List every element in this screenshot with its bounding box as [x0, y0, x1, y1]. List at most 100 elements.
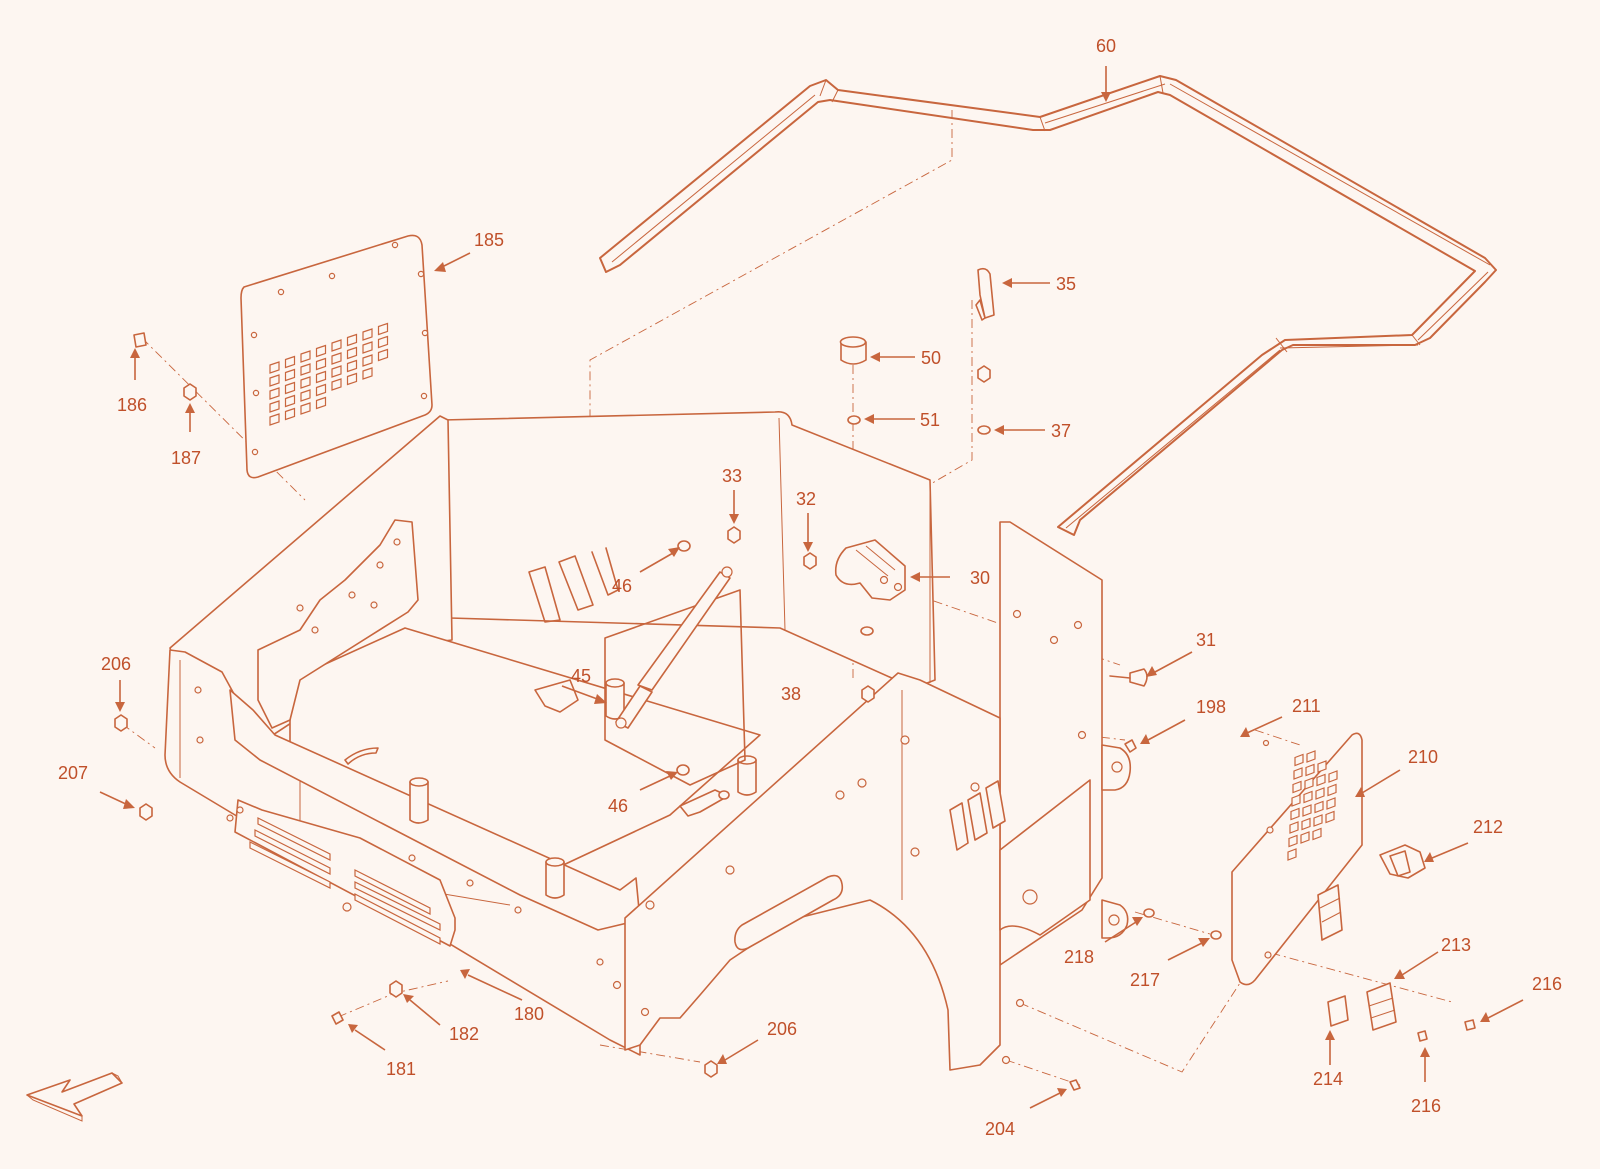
hardware-parts — [114, 267, 1476, 1091]
vent-hole — [1328, 770, 1338, 783]
callout-37: 37 — [1051, 421, 1071, 441]
vent-hole — [315, 344, 327, 358]
vent-hole — [377, 335, 389, 349]
callout-210: 210 — [1408, 747, 1438, 767]
callout-31: 31 — [1196, 630, 1216, 650]
vent-hole — [1292, 780, 1302, 794]
vent-hole — [1313, 814, 1323, 827]
vent-hole — [1288, 834, 1298, 848]
front-grille-part — [234, 799, 456, 947]
callout-211: 211 — [1292, 696, 1321, 716]
right-cover-plate-part — [1231, 732, 1363, 986]
vent-hole — [284, 368, 296, 382]
vent-hole — [377, 322, 389, 336]
vent-hole — [331, 365, 342, 378]
callout-45: 45 — [571, 666, 591, 686]
top-rail-part — [599, 75, 1497, 536]
callout-198: 198 — [1196, 697, 1226, 717]
vent-hole — [269, 413, 280, 426]
vent-hole — [346, 359, 358, 373]
vent-hole — [1306, 750, 1316, 763]
vent-hole — [284, 394, 296, 408]
vent-hole — [1326, 797, 1336, 810]
vent-hole — [300, 402, 311, 415]
vent-hole — [362, 341, 373, 354]
latch-part — [1379, 844, 1426, 879]
callout-51: 51 — [920, 410, 940, 430]
callout-217: 217 — [1130, 970, 1160, 990]
callout-182: 182 — [449, 1024, 479, 1044]
vent-hole — [1293, 767, 1303, 780]
vent-hole — [1304, 777, 1314, 790]
callout-206-lower: 206 — [767, 1019, 797, 1039]
callout-labels: 60 185 35 50 186 51 37 187 33 32 30 46 3… — [58, 36, 1562, 1139]
right-side-box-part — [534, 521, 1132, 1071]
callout-60: 60 — [1096, 36, 1116, 56]
callout-187: 187 — [171, 448, 201, 468]
vent-hole — [1316, 773, 1326, 787]
vent-hole — [1303, 790, 1313, 804]
callout-46-lower: 46 — [608, 796, 628, 816]
vent-hole — [269, 374, 280, 387]
vent-hole — [269, 400, 280, 413]
vent-hole — [315, 383, 327, 397]
callout-181: 181 — [386, 1059, 416, 1079]
callout-216-right: 216 — [1532, 974, 1562, 994]
callout-35: 35 — [1056, 274, 1076, 294]
vent-hole — [1327, 783, 1337, 797]
hinge-bracket-part — [834, 539, 906, 601]
callout-207: 207 — [58, 763, 88, 783]
vent-hole — [284, 355, 296, 369]
leader-lines — [99, 66, 1524, 1109]
callout-216-lower: 216 — [1411, 1096, 1441, 1116]
vent-hole — [1290, 807, 1300, 821]
callout-180: 180 — [514, 1004, 544, 1024]
callout-38: 38 — [781, 684, 801, 704]
vent-hole — [1314, 800, 1324, 814]
vent-hole — [1289, 821, 1299, 834]
vent-hole — [315, 396, 327, 410]
gas-strut-part — [615, 566, 733, 729]
callout-33: 33 — [722, 466, 742, 486]
callout-218: 218 — [1064, 947, 1094, 967]
vent-hole — [1301, 817, 1311, 831]
callout-50: 50 — [921, 348, 941, 368]
callout-46-upper: 46 — [612, 576, 632, 596]
vent-hole — [300, 350, 311, 363]
vent-hole — [1300, 831, 1310, 844]
vent-hole — [315, 357, 327, 371]
vent-hole — [346, 372, 358, 386]
vent-hole — [1317, 760, 1327, 773]
vent-hole — [269, 361, 280, 374]
main-body-part — [164, 410, 936, 1056]
vent-hole — [1305, 763, 1315, 777]
callout-185: 185 — [474, 230, 504, 250]
vent-hole — [377, 348, 389, 362]
vent-hole — [300, 389, 311, 402]
front-direction-arrow-icon — [26, 1072, 123, 1122]
callout-212: 212 — [1473, 817, 1503, 837]
callout-32: 32 — [796, 489, 816, 509]
callout-30: 30 — [970, 568, 990, 588]
vent-hole — [1291, 794, 1301, 807]
vent-hole — [331, 378, 342, 391]
vent-hole — [1312, 827, 1322, 841]
vent-hole — [284, 407, 296, 421]
vent-hole — [346, 346, 358, 360]
hinge-halves-part — [1327, 982, 1397, 1031]
vent-hole — [1302, 804, 1312, 817]
vent-hole — [300, 363, 311, 376]
vent-hole — [269, 387, 280, 400]
vent-hole — [315, 370, 327, 384]
vent-hole — [284, 381, 296, 395]
left-cover-plate-part — [240, 234, 433, 479]
vent-hole — [362, 367, 373, 380]
callout-213: 213 — [1441, 935, 1471, 955]
callout-186: 186 — [117, 395, 147, 415]
vent-hole — [1287, 848, 1297, 861]
vent-hole — [331, 339, 342, 352]
callout-204: 204 — [985, 1119, 1015, 1139]
vent-hole — [300, 376, 311, 389]
vent-hole — [331, 352, 342, 365]
